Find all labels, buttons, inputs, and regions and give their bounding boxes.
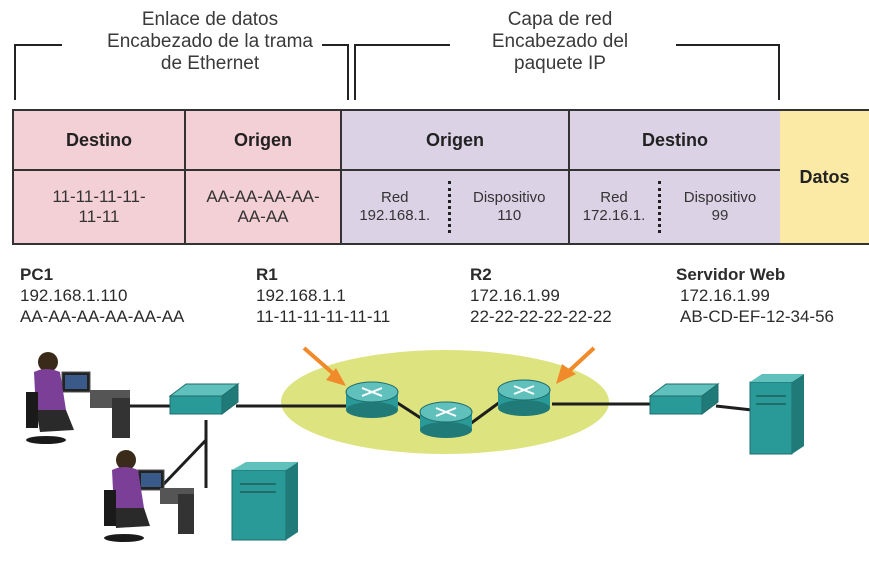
r2-ip: 172.16.1.99: [470, 286, 560, 305]
datalink-header-line2: Encabezado de la trama: [107, 31, 313, 52]
r2-mac: 22-22-22-22-22-22: [470, 307, 612, 326]
pc1-mac: AA-AA-AA-AA-AA-AA: [20, 307, 185, 326]
server-icon: [231, 462, 298, 541]
r1-ip: 192.168.1.1: [256, 286, 346, 305]
datalink-header: Enlace de datos Encabezado de la trama d…: [60, 9, 360, 75]
router-r2-icon: [497, 379, 551, 416]
web-server-ip: 172.16.1.99: [680, 286, 770, 305]
datalink-header-line1: Enlace de datos: [141, 9, 279, 30]
ip-src-value: Red 192.168.1. Dispositivo 110: [340, 169, 570, 245]
pc1-info: PC1 192.168.1.110 AA-AA-AA-AA-AA-AA: [20, 265, 184, 327]
r2-info: R2 172.16.1.99 22-22-22-22-22-22: [470, 265, 612, 327]
pc1-name: PC1: [20, 265, 54, 284]
ip-src-header: Origen: [340, 109, 570, 171]
r1-info: R1 192.168.1.1 11-11-11-11-11-11: [256, 265, 390, 327]
pc1-ip: 192.168.1.110: [20, 286, 128, 305]
network-header-line2: Encabezado del: [491, 31, 629, 52]
ip-src-network: Red 192.168.1.: [342, 189, 448, 225]
switch-icon: [168, 383, 240, 415]
r2-name: R2: [470, 265, 492, 284]
ip-src-network-label: Red: [381, 189, 409, 206]
pc1-workstation-icon: [26, 352, 130, 444]
datalink-header-line3: de Ethernet: [160, 53, 260, 74]
ip-src-network-value: 192.168.1.: [359, 207, 431, 224]
arrow-r2-icon: [556, 346, 596, 384]
network-links: [128, 400, 753, 490]
eth-src-header: Origen: [184, 109, 342, 171]
ip-dest-network-label: Red: [600, 189, 628, 206]
ip-dest-device-value: 99: [711, 207, 729, 224]
ip-dest-value: Red 172.16.1. Dispositivo 99: [568, 169, 782, 245]
workstation-icon: [104, 450, 194, 542]
ip-dest-device-label: Dispositivo: [683, 189, 757, 206]
ip-dest-header: Destino: [568, 109, 782, 171]
ip-src-device-label: Dispositivo: [473, 189, 546, 206]
eth-dest-header: Destino: [12, 109, 186, 171]
ip-src-device-value: 110: [497, 207, 522, 224]
r1-mac: 11-11-11-11-11-11: [256, 307, 391, 326]
web-server-mac: AB-CD-EF-12-34-56: [680, 307, 834, 326]
ip-dest-network-value: 172.16.1.: [582, 207, 646, 224]
router-icon: [419, 401, 473, 438]
eth-dest-value-line2: 11-11: [78, 207, 120, 226]
eth-src-value-line1: AA-AA-AA-AA-: [206, 187, 320, 206]
network-topology: [26, 346, 804, 542]
router-r1-icon: [345, 381, 399, 418]
network-header-line1: Capa de red: [507, 9, 613, 30]
network-header-line3: paquete IP: [514, 53, 606, 74]
ip-src-divider: [447, 181, 451, 233]
switch-2-icon: [648, 383, 720, 415]
eth-src-value: AA-AA-AA-AA- AA-AA: [184, 169, 342, 245]
r1-name: R1: [256, 265, 278, 284]
web-server-name: Servidor Web: [676, 265, 786, 284]
data-cell: Datos: [780, 109, 869, 245]
web-server-info: Servidor Web 172.16.1.99 AB-CD-EF-12-34-…: [676, 265, 834, 327]
arrow-r1-icon: [302, 346, 346, 386]
ip-dest-device: Dispositivo 99: [661, 189, 779, 225]
ip-src-device: Dispositivo 110: [451, 189, 568, 225]
ip-dest-divider: [658, 181, 661, 233]
eth-src-value-line2: AA-AA: [237, 207, 289, 226]
data-label: Datos: [799, 166, 850, 187]
eth-dest-value-line1: 11-11-11-11-: [52, 187, 146, 206]
network-header: Capa de red Encabezado del paquete IP: [420, 9, 700, 75]
ip-dest-network: Red 172.16.1.: [570, 189, 658, 225]
web-server-icon: [749, 374, 804, 455]
eth-dest-value: 11-11-11-11- 11-11: [12, 169, 186, 245]
